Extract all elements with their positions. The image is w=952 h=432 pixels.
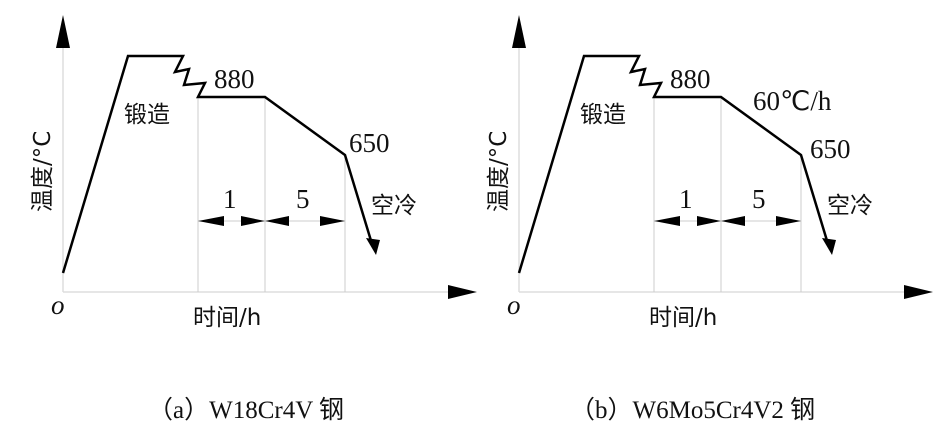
forging-label: 锻造 <box>580 102 626 128</box>
caption-a: （a）W18Cr4V 钢 <box>148 396 344 424</box>
slow-cool-time-label: 5 <box>752 184 766 214</box>
forging-label: 锻造 <box>124 102 170 128</box>
labels-a: 温度/°C o 时间/h 锻造 880 650 空冷 1 5 （a）W18Cr4… <box>30 64 417 424</box>
x-axis-label: 时间/h <box>649 305 717 331</box>
hold-temp-label: 880 <box>214 64 255 94</box>
caption-b: （b）W6Mo5Cr4V2 钢 <box>570 396 815 424</box>
cooling-rate-label: 60℃/h <box>753 86 832 116</box>
hold-temp-label: 880 <box>670 64 711 94</box>
diagram-b <box>510 13 935 301</box>
origin-label: o <box>51 290 65 320</box>
curve-b <box>510 13 935 301</box>
end-temp-label: 650 <box>349 128 390 158</box>
diagram-a <box>54 13 479 301</box>
x-axis-label: 时间/h <box>193 305 261 331</box>
slow-cool-time-label: 5 <box>296 184 310 214</box>
y-axis-label: 温度/°C <box>30 131 56 212</box>
y-axis-label: 温度/°C <box>486 131 512 212</box>
end-temp-label: 650 <box>810 134 851 164</box>
origin-label: o <box>507 290 521 320</box>
hold-time-label: 1 <box>679 184 693 214</box>
air-cool-label: 空冷 <box>371 193 417 219</box>
curve-a <box>54 13 479 301</box>
labels-b: 温度/°C o 时间/h 锻造 880 60℃/h 650 空冷 1 5 （b）… <box>486 64 873 424</box>
air-cool-label: 空冷 <box>827 193 873 219</box>
hold-time-label: 1 <box>223 184 237 214</box>
